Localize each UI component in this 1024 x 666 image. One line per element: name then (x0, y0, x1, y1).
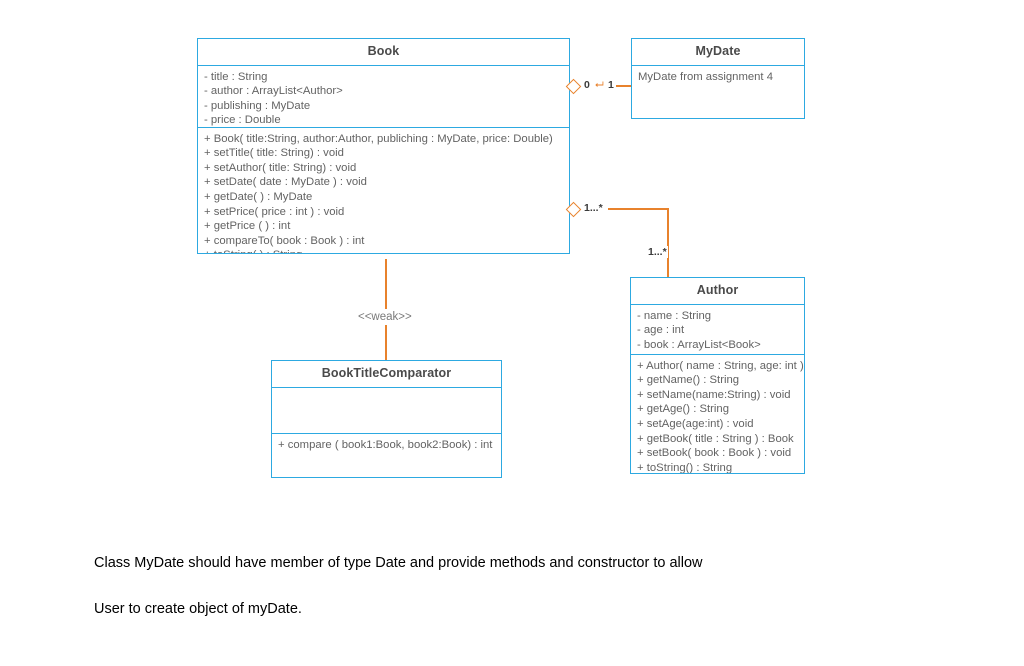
connector-book-author-vertical (667, 208, 669, 277)
method-row: + setAge(age:int) : void (637, 418, 754, 430)
method-row: + compareTo( book : Book ) : int (204, 234, 365, 247)
connector-book-mydate (616, 85, 633, 87)
stereotype-weak: <<weak>> (354, 309, 416, 325)
method-row: + setBook( book : Book ) : void (637, 447, 792, 460)
caption-text: Class MyDate should have member of type … (94, 540, 924, 632)
method-row: + getName() : String (637, 374, 740, 387)
method-row: + toString( ) : String (204, 248, 564, 252)
caption-line-2: User to create object of myDate. (94, 601, 302, 617)
attribute-row: - age : int (637, 324, 685, 337)
attribute-row: - name : String (637, 309, 712, 322)
uml-class-book[interactable]: Book - title : String - author : ArrayLi… (197, 38, 570, 254)
multiplicity-book-mydate-target: 1 (607, 79, 615, 91)
class-methods-author: + Author( name : String, age: int ) + ge… (631, 355, 804, 473)
uml-class-booktitlecomparator[interactable]: BookTitleComparator + compare ( book1:Bo… (271, 360, 502, 478)
uml-class-mydate[interactable]: MyDate MyDate from assignment 4 (631, 38, 805, 119)
method-row: + setAuthor( title: String) : void (204, 161, 357, 174)
method-row: + compare ( book1:Book, book2:Book) : in… (278, 438, 493, 451)
method-row: + getPrice ( ) : int (204, 220, 291, 233)
multiplicity-book-author-source: 1...* (583, 202, 604, 214)
attribute-row: - book : ArrayList<Book> (637, 338, 761, 351)
method-row: + getAge() : String (637, 403, 729, 416)
class-name-book: Book (198, 39, 569, 66)
attribute-row: - title : String (204, 70, 268, 83)
class-attributes-author: - name : String - age : int - book : Arr… (631, 305, 804, 355)
method-row: + toString() : String (637, 461, 733, 473)
class-attributes-book: - title : String - author : ArrayList<Au… (198, 66, 569, 128)
method-row: + getBook( title : String ) : Book (637, 432, 794, 445)
caption-line-1: Class MyDate should have member of type … (94, 555, 703, 571)
uml-class-author[interactable]: Author - name : String - age : int - boo… (630, 277, 805, 474)
class-methods-book: + Book( title:String, author:Author, pub… (198, 128, 569, 253)
method-row: + getDate( ) : MyDate (204, 191, 313, 203)
method-row: + setDate( date : MyDate ) : void (204, 176, 367, 189)
class-name-booktitlecomparator: BookTitleComparator (272, 361, 501, 388)
method-row: + Author( name : String, age: int ) (637, 359, 804, 372)
class-attributes-booktitlecomparator (272, 388, 501, 434)
attribute-row: - price : Double (204, 114, 281, 127)
method-row: + Book( title:String, author:Author, pub… (204, 132, 553, 145)
multiplicity-book-mydate-source: 0 (583, 79, 591, 91)
multiplicity-book-author-target: 1...* (647, 246, 668, 258)
class-name-author: Author (631, 278, 804, 305)
navigation-arrow-icon: ⮠ (595, 79, 604, 91)
note-row: MyDate from assignment 4 (638, 70, 773, 83)
attribute-row: - publishing : MyDate (204, 99, 311, 112)
method-row: + setPrice( price : int ) : void (204, 205, 345, 218)
attribute-row: - author : ArrayList<Author> (204, 85, 343, 98)
class-methods-booktitlecomparator: + compare ( book1:Book, book2:Book) : in… (272, 434, 501, 477)
method-row: + setName(name:String) : void (637, 388, 791, 401)
class-note-mydate: MyDate from assignment 4 (632, 66, 804, 118)
connector-book-author-horizontal (608, 208, 669, 210)
class-name-mydate: MyDate (632, 39, 804, 66)
method-row: + setTitle( title: String) : void (204, 147, 344, 160)
